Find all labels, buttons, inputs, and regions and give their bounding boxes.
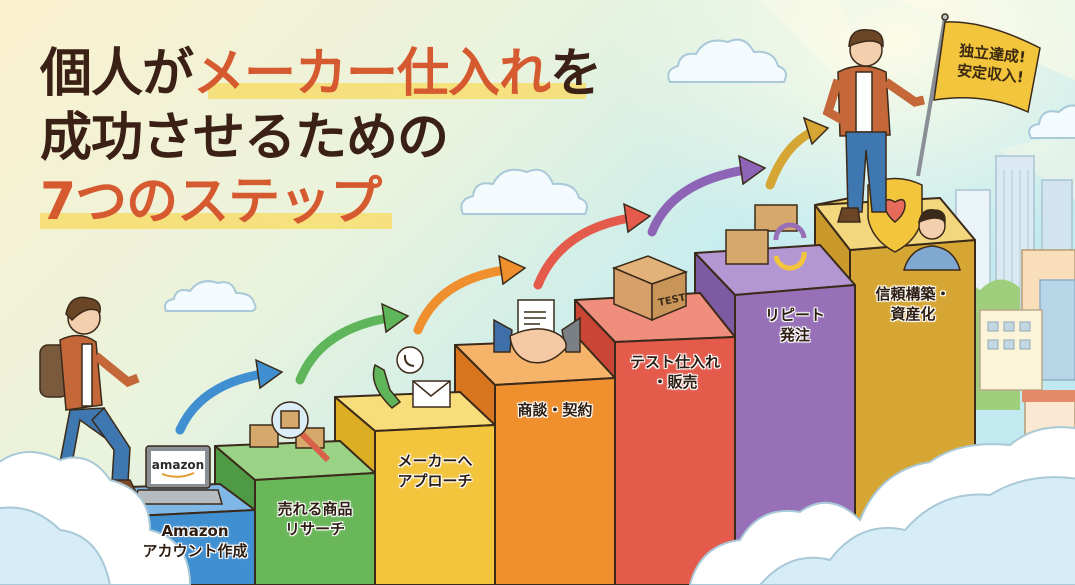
flag-text: 独立達成! 安定収入! bbox=[956, 41, 1027, 88]
cloud-icon bbox=[667, 38, 787, 83]
step-label-2: 売れる商品 リサーチ bbox=[255, 500, 375, 539]
title-highlight bbox=[40, 213, 392, 229]
flag bbox=[933, 21, 1041, 114]
step-label-text: リサーチ bbox=[284, 519, 345, 538]
phone-mail-icon bbox=[372, 346, 451, 409]
handshake-contract-icon bbox=[493, 299, 581, 364]
arrow-heads bbox=[255, 116, 830, 390]
step-label-6: リピート 発注 bbox=[735, 306, 855, 345]
step-label-text: アプローチ bbox=[397, 471, 473, 490]
title-line-2: 成功させるための bbox=[40, 112, 449, 164]
step-label-3: メーカーへ アプローチ bbox=[375, 452, 495, 491]
cloud-icon bbox=[1028, 104, 1075, 139]
step-label-1: Amazon アカウント作成 bbox=[135, 522, 255, 561]
foreground-clouds bbox=[0, 426, 1075, 585]
shield-heart-partner-icon bbox=[867, 177, 961, 271]
step-label-text: アカウント作成 bbox=[142, 541, 248, 560]
step-label-text: Amazon bbox=[161, 522, 229, 540]
step-label-text: ・販売 bbox=[652, 372, 698, 391]
title-accent-text: メーカー仕入れ bbox=[193, 44, 551, 104]
step-label-text: 売れる商品 bbox=[277, 500, 353, 518]
step-label-text: 資産化 bbox=[890, 304, 936, 323]
title-text: を bbox=[550, 44, 602, 104]
step-label-text: メーカーへ bbox=[397, 452, 473, 470]
laptop-brand-text: amazon bbox=[151, 458, 205, 472]
step-label-text: 信頼構築・ bbox=[875, 285, 951, 303]
step-label-text: リピート bbox=[764, 306, 825, 324]
cloud-icon bbox=[164, 280, 257, 312]
step-label-text: 商談・契約 bbox=[517, 401, 593, 419]
title-line-1: 個人がメーカー仕入れを bbox=[40, 48, 602, 100]
step-label-text: 発注 bbox=[779, 325, 810, 344]
repeat-boxes-icon bbox=[725, 204, 807, 271]
step-label-text: テスト仕入れ bbox=[629, 353, 720, 371]
cloud-icon bbox=[460, 168, 588, 215]
magnifier-boxes-icon bbox=[249, 401, 331, 463]
title-text: 成功させるための bbox=[40, 108, 449, 168]
step-label-7: 信頼構築・ 資産化 bbox=[852, 285, 974, 324]
test-box-icon: TEST bbox=[611, 255, 689, 322]
standing-person bbox=[822, 13, 1041, 223]
title-line-3: 7つのステップ bbox=[40, 176, 382, 228]
title-highlight bbox=[208, 83, 586, 99]
laptop-amazon-icon bbox=[133, 445, 223, 505]
progress-arrows bbox=[175, 127, 817, 435]
step-label-4: 商談・契約 bbox=[495, 401, 615, 421]
step-label-5: テスト仕入れ ・販売 bbox=[615, 353, 735, 392]
title-accent-text: 7つのステップ bbox=[40, 172, 382, 232]
title-text: 個人が bbox=[40, 44, 194, 104]
